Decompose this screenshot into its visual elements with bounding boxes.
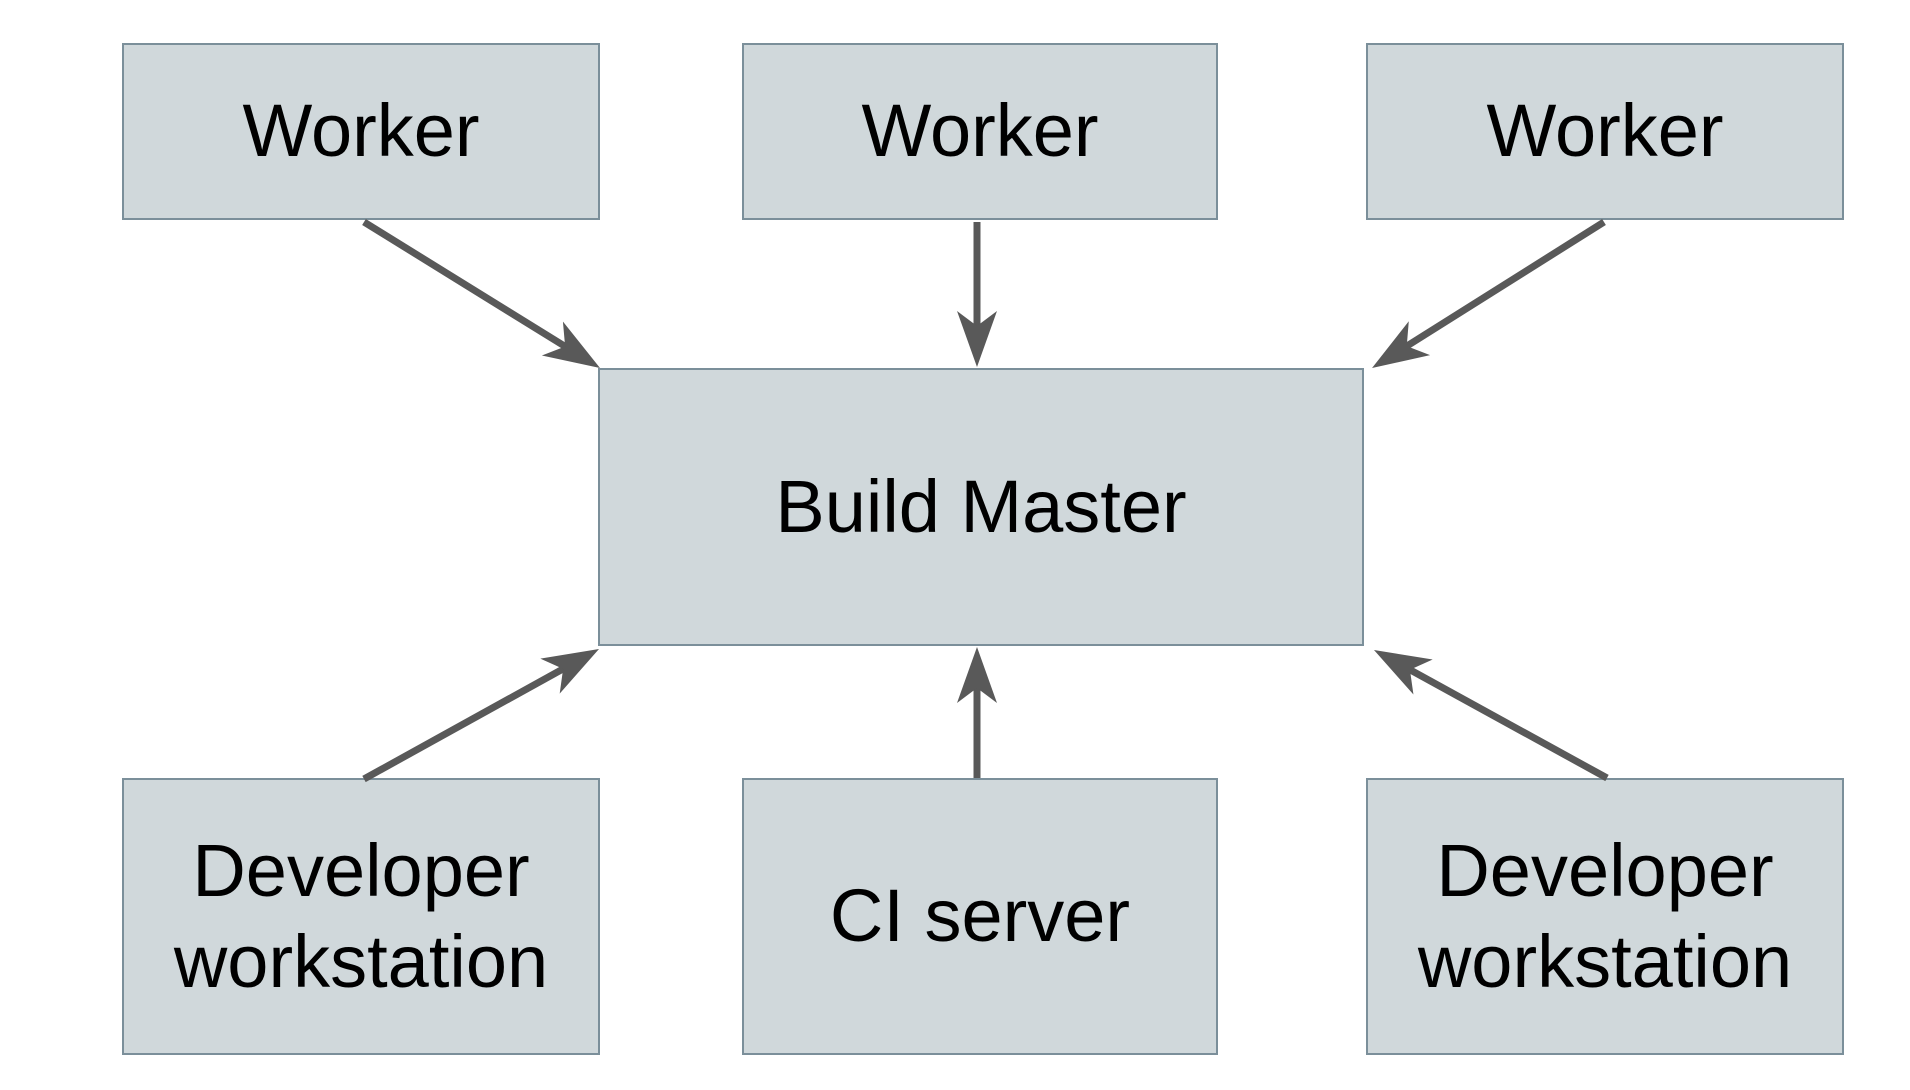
arrow-worker-3-to-build-master — [1372, 219, 1606, 368]
node-worker-1: Worker — [122, 43, 600, 220]
arrow-worker-1-to-build-master — [362, 219, 601, 369]
arrow-developer-workstation-left-to-build-master — [362, 648, 600, 783]
node-build-master-label: Build Master — [775, 464, 1187, 548]
node-developer-workstation-right-label: Developer workstation — [1417, 829, 1793, 1003]
node-worker-1-label: Worker — [242, 89, 480, 173]
node-worker-3: Worker — [1366, 43, 1844, 220]
arrow-developer-workstation-right-to-build-master — [1373, 650, 1609, 782]
node-developer-workstation-left: Developer workstation — [122, 778, 600, 1055]
node-build-master: Build Master — [598, 368, 1364, 646]
node-worker-3-label: Worker — [1486, 89, 1724, 173]
node-developer-workstation-left-label: Developer workstation — [173, 829, 549, 1003]
node-worker-2: Worker — [742, 43, 1218, 220]
node-ci-server: CI server — [742, 778, 1218, 1055]
node-ci-server-label: CI server — [829, 874, 1131, 958]
node-worker-2-label: Worker — [861, 89, 1099, 173]
node-developer-workstation-right: Developer workstation — [1366, 778, 1844, 1055]
